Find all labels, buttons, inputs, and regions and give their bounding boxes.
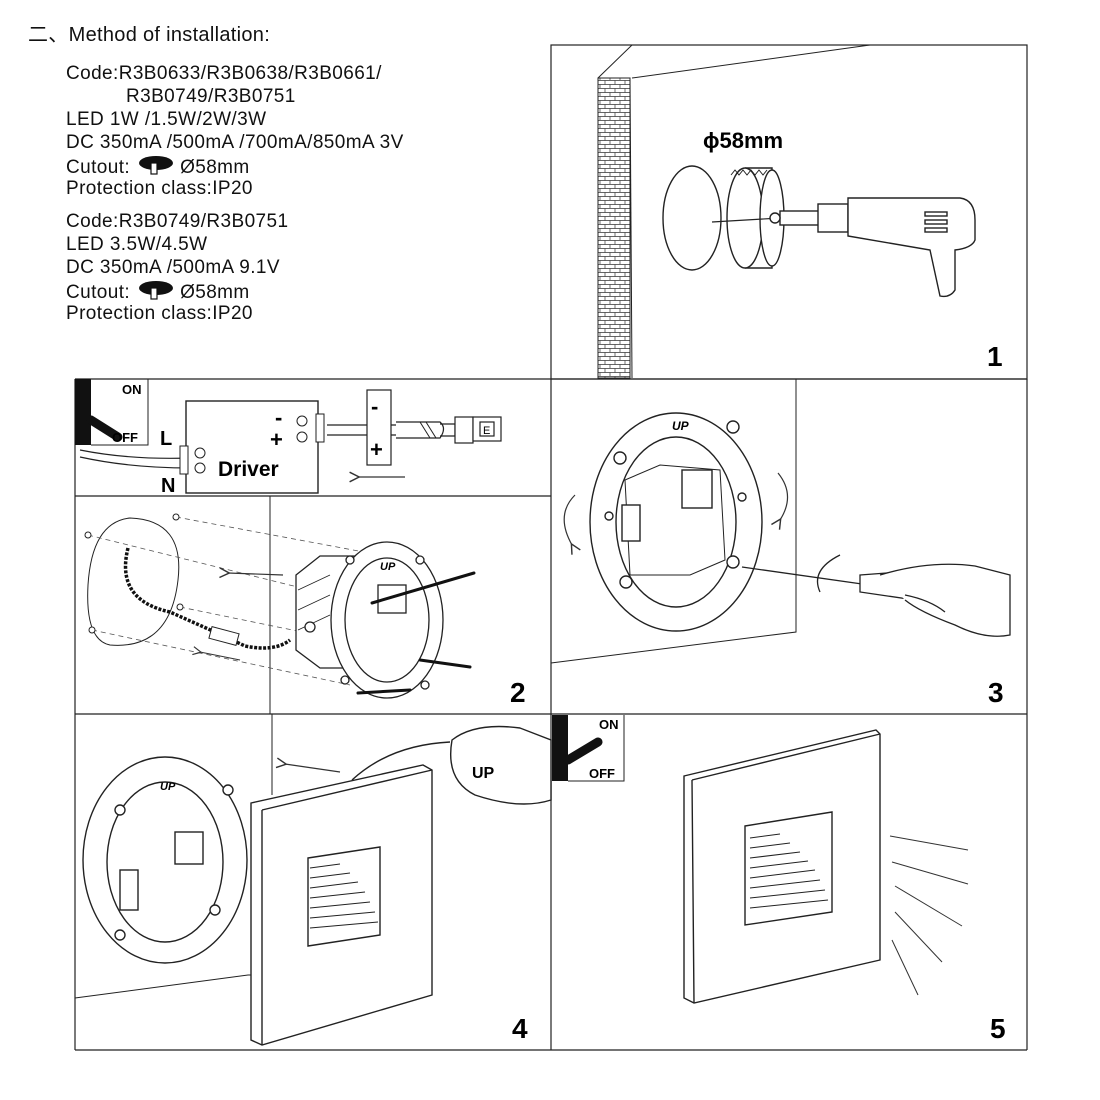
step1-diameter-label: ϕ58mm (703, 128, 783, 153)
step1-number: 1 (987, 341, 1003, 372)
guide-lines (87, 516, 391, 686)
led-minus: - (371, 394, 378, 419)
mains-cable (79, 449, 191, 469)
step2-wiring-panel: ON OFF L N Driver - + (75, 379, 502, 497)
spec2-protection: Protection class:IP20 (66, 303, 253, 324)
screws (356, 571, 476, 695)
step5-switch-on: ON (599, 717, 619, 732)
spec2-cutout-label: Cutout: (66, 282, 131, 303)
step-light-cover (250, 764, 433, 1046)
cutout-saw-icon (139, 156, 174, 175)
spec1-cutout: Cutout: Ø58mm (66, 154, 404, 178)
power-switch-icon (552, 715, 625, 782)
spec1-code-line1: Code:R3B0633/R3B0638/R3B0661/ (66, 63, 382, 84)
page-title: 二、Method of installation: (28, 18, 270, 47)
led-plus: + (370, 437, 383, 462)
hole-saw-drill (662, 165, 976, 298)
heading-text: Method of installation: (68, 24, 271, 46)
spec1-cutout-label: Cutout: (66, 157, 131, 178)
led-cable (327, 389, 502, 466)
step3-number: 3 (988, 677, 1004, 708)
live-label: L (160, 428, 172, 450)
step2-up-label: UP (380, 561, 396, 573)
driver-minus: - (275, 405, 282, 430)
step3-up-label: UP (672, 419, 690, 433)
step2-mounting-panel: UP 2 (84, 496, 526, 714)
mounting-box (295, 541, 444, 699)
mounting-plate (82, 756, 248, 964)
driver-box (179, 400, 325, 494)
mounting-plate (589, 412, 763, 632)
step2-switch-on: ON (122, 382, 142, 397)
spec2-cutout-value: Ø58mm (180, 282, 250, 303)
earth-label: E (483, 425, 490, 437)
step4-number: 4 (512, 1013, 528, 1044)
step3-panel: UP 3 (550, 379, 1011, 708)
spec1-led: LED 1W /1.5W/2W/3W (66, 109, 267, 130)
step1-panel: ϕ58mm 1 (597, 44, 1003, 379)
screwdriver-hand (741, 554, 1011, 637)
spec1-code-line2: R3B0749/R3B0751 (126, 86, 296, 107)
power-switch-icon (75, 379, 149, 446)
step2-switch-off: OFF (112, 430, 138, 445)
up-marker-magnifier (351, 725, 552, 805)
neutral-label: N (161, 475, 175, 497)
installed-step-light (683, 729, 881, 1004)
heading-prefix: 二、 (28, 24, 69, 46)
spec1-protection: Protection class:IP20 (66, 178, 253, 199)
step5-number: 5 (990, 1013, 1006, 1044)
spec2-dc: DC 350mA /500mA 9.1V (66, 257, 280, 278)
step4-panel: UP UP 4 (74, 714, 552, 1046)
step2-number: 2 (510, 677, 526, 708)
spec1-cutout-value: Ø58mm (180, 157, 250, 178)
cutout-saw-icon (139, 281, 174, 300)
driver-label: Driver (218, 458, 279, 481)
step4-up-label-zoom: UP (472, 765, 495, 782)
spec2-code-line1: Code:R3B0749/R3B0751 (66, 211, 289, 232)
spec2-cutout: Cutout: Ø58mm (66, 279, 404, 303)
light-rays (889, 835, 969, 996)
spec-list: Code:R3B0633/R3B0638/R3B0661/ R3B0749/R3… (66, 62, 404, 325)
step4-up-label: UP (160, 781, 176, 793)
driver-plus: + (270, 427, 283, 452)
spec2-led: LED 3.5W/4.5W (66, 234, 208, 255)
step5-switch-off: OFF (589, 766, 615, 781)
spec1-dc: DC 350mA /500mA /700mA/850mA 3V (66, 132, 404, 153)
step5-panel: ON OFF 5 (552, 715, 1006, 1044)
brick-wall (597, 44, 871, 379)
